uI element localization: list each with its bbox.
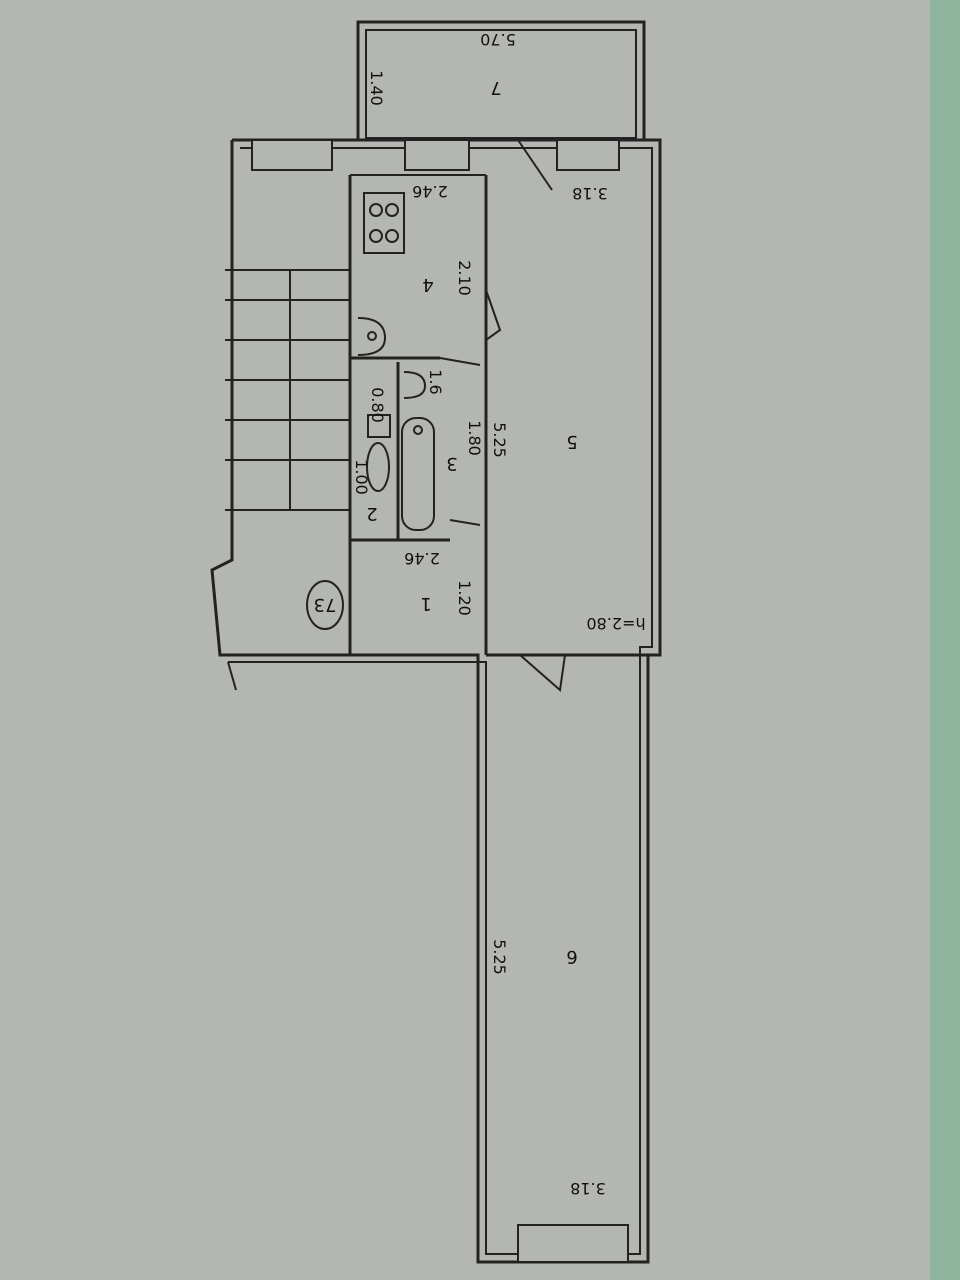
dim-hall-length: 1.20 — [455, 580, 474, 616]
stairwell — [225, 269, 350, 511]
dim-balcony-length: 5.70 — [480, 30, 516, 49]
window-room5 — [556, 139, 620, 171]
dim-toilet-length: 1.00 — [352, 459, 371, 495]
exterior-wall-inner — [228, 147, 653, 1255]
washbasin-icon — [403, 371, 427, 399]
dim-ceiling-height: h=2.80 — [586, 614, 645, 633]
dim-room6-width: 3.18 — [570, 1179, 606, 1198]
dim-balcony-width: 1.40 — [367, 70, 386, 106]
room-label-6: 6 — [566, 946, 577, 967]
dim-kitchen-width: 2.46 — [412, 182, 448, 201]
door-bath-lower — [449, 519, 481, 526]
window-stair — [251, 139, 333, 171]
dim-kitchen-length: 2.10 — [455, 260, 474, 296]
apartment-walls — [210, 138, 662, 1264]
toilet-icon — [366, 414, 391, 492]
balcony-inner-line — [365, 29, 637, 139]
door-room6 — [519, 654, 566, 692]
room-label-3: 3 — [446, 453, 457, 474]
apartment-number-badge: 73 — [306, 580, 344, 630]
dim-bath-small: 1.6 — [426, 369, 445, 394]
sink-icon — [357, 317, 387, 356]
dim-bath-length: 1.80 — [465, 420, 484, 456]
paper-edge — [930, 0, 960, 1280]
room-label-1: 1 — [420, 593, 431, 614]
stove-icon — [363, 192, 405, 254]
dim-room5-length: 5.25 — [490, 422, 509, 458]
bathtub-icon — [401, 417, 435, 531]
dim-toilet-width: 0.80 — [368, 387, 387, 423]
room-label-5: 5 — [566, 431, 577, 452]
window-room6 — [517, 1224, 629, 1263]
room-label-4: 4 — [422, 274, 433, 295]
dim-hall-width: 2.46 — [404, 549, 440, 568]
apartment-number: 73 — [314, 594, 337, 615]
room-label-2: 2 — [366, 503, 377, 524]
door-balcony — [517, 139, 553, 191]
dim-room5-width: 3.18 — [572, 184, 608, 203]
dim-room6-length: 5.25 — [490, 939, 509, 975]
window-kitchen — [404, 139, 470, 171]
door-bath — [439, 357, 481, 366]
door-kitchen — [485, 289, 502, 341]
exterior-wall — [210, 138, 662, 1264]
room-label-7: 7 — [490, 77, 501, 98]
door-entrance — [227, 661, 237, 691]
